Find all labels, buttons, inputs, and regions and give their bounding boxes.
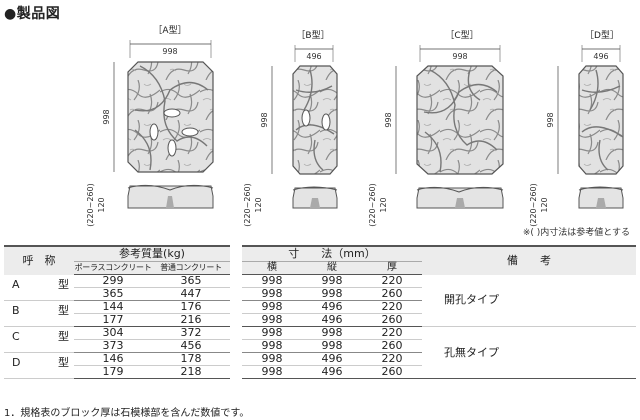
cell-porous: 146 <box>74 352 152 366</box>
cell-thickness: 260 <box>362 365 423 379</box>
spec-table: 呼 称 参考質量(kg) 寸 法（mm） 備 考 ポーラスコンクリート 普通コン… <box>4 245 637 379</box>
drawing-d-width: 496 <box>593 52 608 61</box>
drawing-a-height: 998 <box>102 109 111 124</box>
drawing-a-label: ［A型］ <box>153 25 186 36</box>
header-length: 縦 <box>302 261 362 275</box>
cell-normal: 178 <box>152 352 230 366</box>
product-drawings: ［A型］ 998 998 (220~260) 120 ［B型］ 496 998 <box>86 25 624 227</box>
cell-porous: 179 <box>74 365 152 379</box>
cell-length: 496 <box>302 313 362 327</box>
header-mass: 参考質量(kg) <box>74 245 230 262</box>
cell-thickness: 220 <box>362 274 423 288</box>
reference-note: ※( )内寸法は参考値とする <box>522 228 630 238</box>
header-width: 横 <box>242 261 302 275</box>
drawing-a-thickness: (220~260) <box>86 183 95 226</box>
cell-normal: 456 <box>152 339 230 353</box>
cell-width: 998 <box>242 287 302 301</box>
cell-width: 998 <box>242 326 302 340</box>
table-row: 373 456 998 998 260 <box>4 339 636 353</box>
table-row: 179 218 998 496 260 <box>4 365 636 379</box>
table-row: 177 216 998 496 260 <box>4 313 636 327</box>
drawing-c-inner: 120 <box>379 197 388 212</box>
cell-porous: 304 <box>74 326 152 340</box>
drawing-b-type: ［B型］ 496 998 (220~260) 120 <box>243 30 338 227</box>
cell-normal: 447 <box>152 287 230 301</box>
drawing-c-thickness: (220~260) <box>368 183 377 226</box>
cell-normal: 218 <box>152 365 230 379</box>
drawing-d-label: ［D型］ <box>585 30 619 41</box>
cell-length: 496 <box>302 365 362 379</box>
header-remarks: 備 考 <box>422 245 637 275</box>
cell-porous: 365 <box>74 287 152 301</box>
drawing-a-width: 998 <box>162 47 177 56</box>
drawing-c-height: 998 <box>384 112 393 127</box>
section-title: ●製品図 <box>4 6 61 22</box>
drawing-d-type: ［D型］ 496 998 (220~260) 120 <box>529 30 624 227</box>
drawing-b-height: 998 <box>260 112 269 127</box>
drawing-a-type: ［A型］ 998 998 (220~260) 120 <box>86 25 214 227</box>
cell-normal: 176 <box>152 300 230 314</box>
cell-thickness: 220 <box>362 352 423 366</box>
cell-porous: 299 <box>74 274 152 288</box>
header-dims: 寸 法（mm） <box>242 245 423 262</box>
cell-porous: 144 <box>74 300 152 314</box>
cell-length: 998 <box>302 287 362 301</box>
drawing-c-width: 998 <box>452 52 467 61</box>
cell-width: 998 <box>242 352 302 366</box>
cell-thickness: 260 <box>362 339 423 353</box>
cell-length: 998 <box>302 274 362 288</box>
cell-length: 998 <box>302 326 362 340</box>
cell-length: 496 <box>302 352 362 366</box>
cell-thickness: 260 <box>362 287 423 301</box>
cell-length: 496 <box>302 300 362 314</box>
cell-thickness: 220 <box>362 300 423 314</box>
cell-thickness: 220 <box>362 326 423 340</box>
cell-porous: 373 <box>74 339 152 353</box>
drawing-b-width: 496 <box>306 52 321 61</box>
cell-porous: 177 <box>74 313 152 327</box>
cell-thickness: 260 <box>362 313 423 327</box>
cell-width: 998 <box>242 274 302 288</box>
drawing-d-inner: 120 <box>540 197 549 212</box>
cell-normal: 365 <box>152 274 230 288</box>
header-porous: ポーラスコンクリート <box>74 261 152 275</box>
cell-width: 998 <box>242 365 302 379</box>
drawing-b-thickness: (220~260) <box>243 183 252 226</box>
cell-length: 998 <box>302 339 362 353</box>
drawing-a-inner: 120 <box>97 197 106 212</box>
header-thickness: 厚 <box>362 261 423 275</box>
cell-normal: 216 <box>152 313 230 327</box>
drawing-b-inner: 120 <box>254 197 263 212</box>
cell-width: 998 <box>242 300 302 314</box>
drawing-b-label: ［B型］ <box>296 30 329 41</box>
header-normal: 普通コンクリート <box>152 261 230 275</box>
remarks-perforated: 開孔タイプ <box>422 274 637 327</box>
cell-width: 998 <box>242 339 302 353</box>
cell-normal: 372 <box>152 326 230 340</box>
table-row: 365 447 998 998 260 <box>4 287 636 301</box>
remarks-solid: 孔無タイプ <box>422 326 637 379</box>
header-name: 呼 称 <box>4 245 74 275</box>
drawing-c-label: ［C型］ <box>445 30 478 41</box>
drawing-c-type: ［C型］ 998 998 (220~260) 120 <box>368 30 504 227</box>
cell-width: 998 <box>242 313 302 327</box>
footnote: 1．規格表のブロック厚は石模様部を含んだ数値です。 <box>4 408 250 419</box>
drawing-d-height: 998 <box>546 112 555 127</box>
drawing-d-thickness: (220~260) <box>529 183 538 226</box>
